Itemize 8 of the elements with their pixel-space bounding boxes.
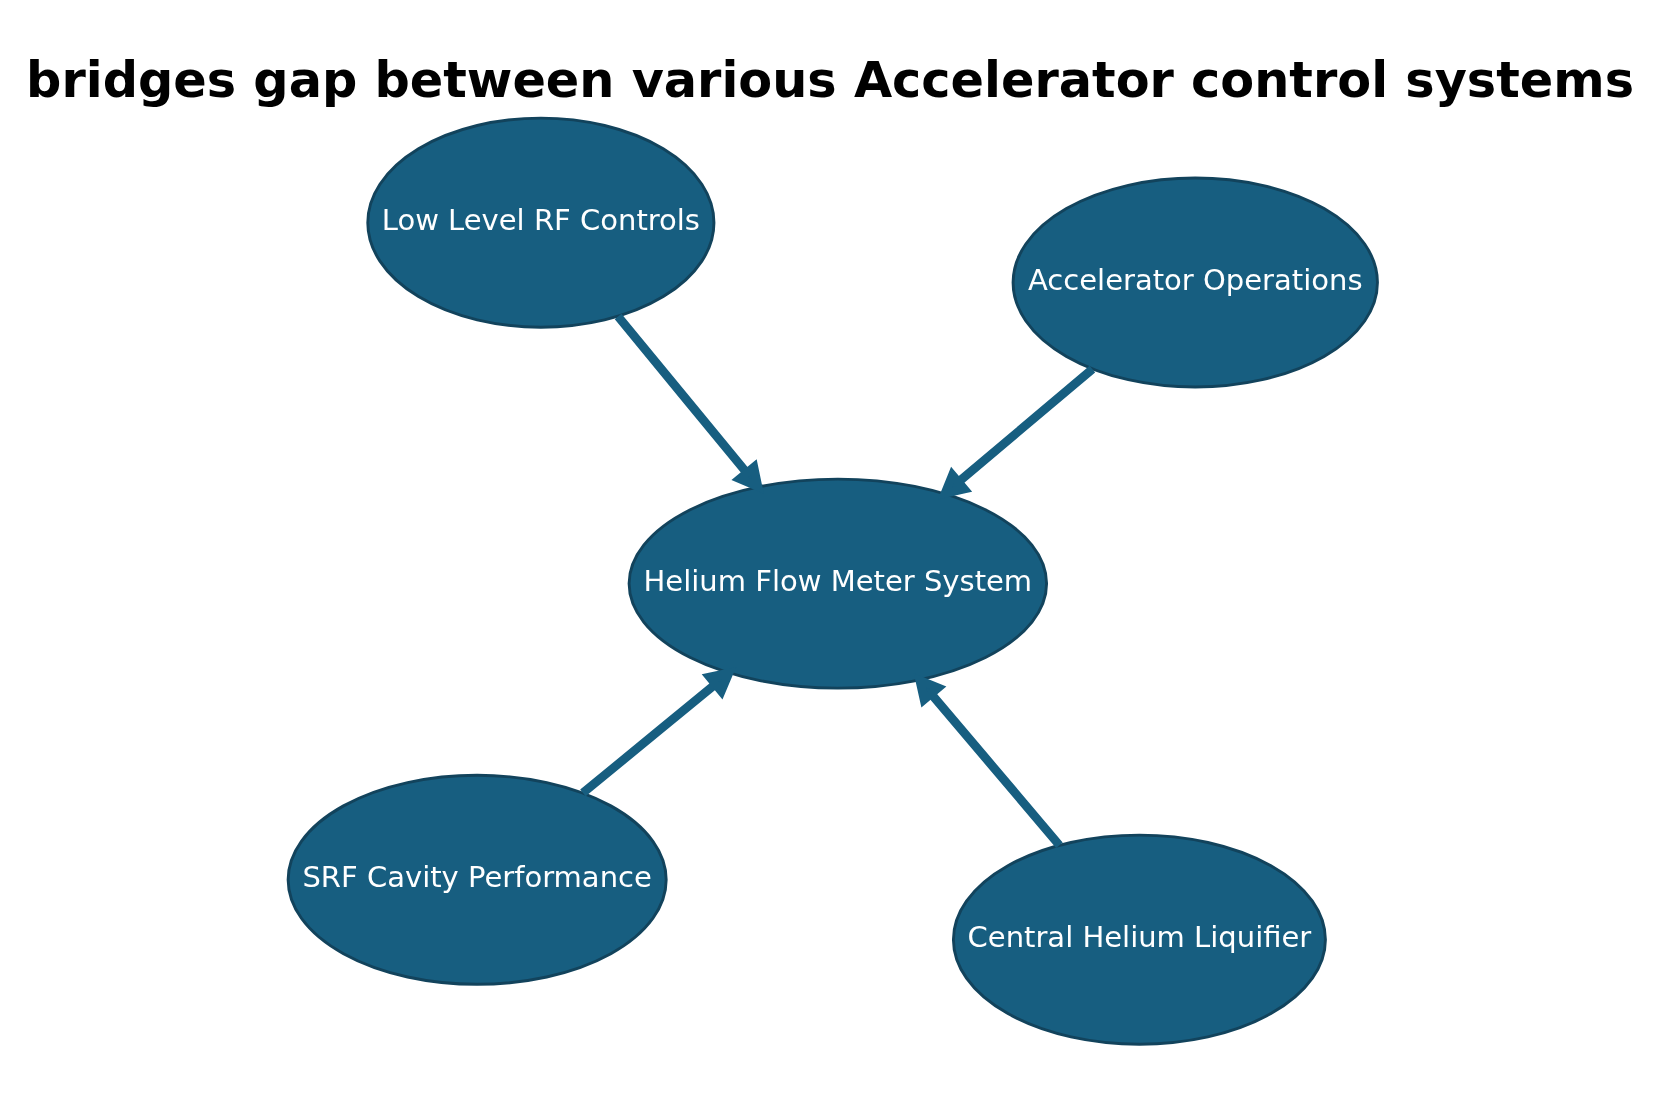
node-ellipse: Helium Flow Meter System [627,477,1049,690]
node-ellipse: Low Level RF Controls [366,116,716,329]
node-ellipse: Accelerator Operations [1011,176,1379,389]
arrow [580,667,737,797]
node-ellipse: Central Helium Liquifier [951,833,1327,1046]
diagram-title: bridges gap between various Accelerator control systems [26,50,1635,109]
arrow [937,365,1096,500]
node-ellipse: SRF Cavity Performance [286,773,668,986]
